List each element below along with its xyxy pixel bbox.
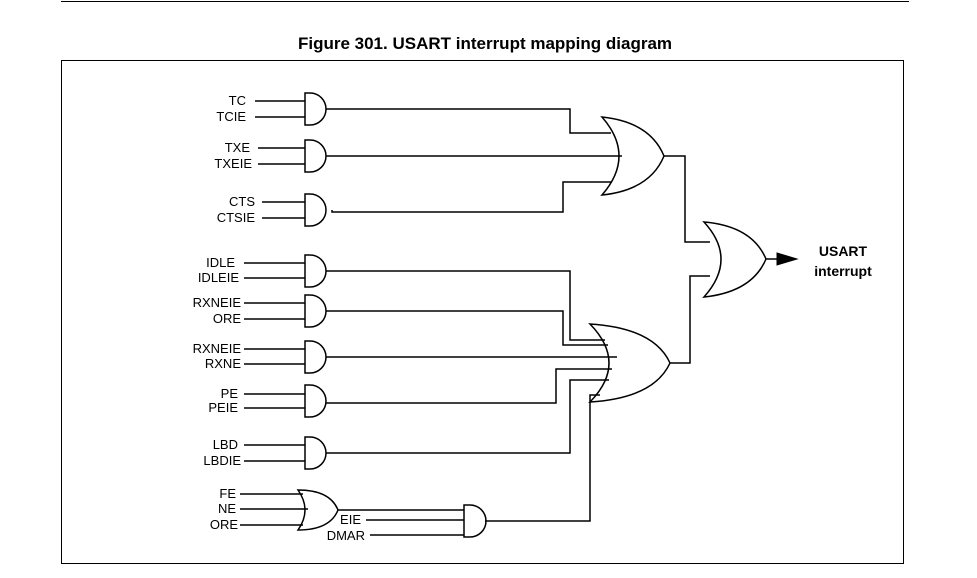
output-label-line2: interrupt — [814, 263, 872, 279]
figure-title: Figure 301. USART interrupt mapping diag… — [297, 34, 673, 53]
label-txeie: TXEIE — [214, 156, 252, 171]
label-fe: FE — [219, 486, 236, 501]
label-rxneie-1: RXNEIE — [193, 295, 242, 310]
or-gates — [296, 116, 767, 531]
interconnect-wires — [326, 108, 780, 522]
label-dmar: DMAR — [327, 528, 365, 543]
label-eie: EIE — [340, 512, 361, 527]
label-pe: PE — [221, 386, 239, 401]
header-rule — [61, 1, 909, 2]
label-ore-1: ORE — [213, 311, 242, 326]
label-ore-2: ORE — [210, 517, 239, 532]
and-gates — [304, 92, 487, 538]
label-ne: NE — [218, 501, 236, 516]
output-arrow-icon — [776, 252, 799, 266]
label-tc: TC — [229, 93, 246, 108]
label-cts: CTS — [229, 194, 255, 209]
label-lbd: LBD — [213, 437, 238, 452]
label-peie: PEIE — [208, 400, 238, 415]
label-txe: TXE — [225, 140, 251, 155]
output-label-line1: USART — [819, 243, 868, 259]
label-idle: IDLE — [206, 255, 235, 270]
label-rxne: RXNE — [205, 356, 241, 371]
label-rxneie-2: RXNEIE — [193, 341, 242, 356]
input-wires — [240, 100, 464, 536]
diagram-frame — [61, 60, 904, 564]
label-tcie: TCIE — [216, 109, 246, 124]
label-ctsie: CTSIE — [217, 210, 256, 225]
label-lbdie: LBDIE — [203, 453, 241, 468]
label-idleie: IDLEIE — [198, 270, 240, 285]
